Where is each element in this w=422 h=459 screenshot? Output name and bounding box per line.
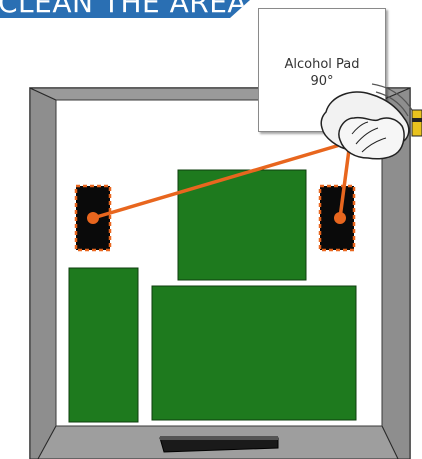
pad-label-strength: 90° bbox=[310, 74, 334, 89]
board-left bbox=[68, 267, 139, 423]
banner-title: CLEAN THE AREA bbox=[0, 0, 248, 18]
cable-icon bbox=[411, 109, 422, 137]
title-banner: CLEAN THE AREA bbox=[0, 0, 250, 18]
motion-arc-icon bbox=[371, 83, 413, 111]
hand-icon bbox=[338, 116, 405, 160]
pad-label-name: Alcohol Pad bbox=[284, 57, 360, 72]
bottom-slot-top bbox=[160, 436, 278, 440]
alcohol-pad-icon: Alcohol Pad 90° bbox=[258, 8, 386, 132]
connector-line-right bbox=[338, 140, 352, 220]
target-dot-left bbox=[87, 212, 99, 224]
target-dot-right bbox=[334, 212, 346, 224]
motion-arc-icon bbox=[375, 91, 409, 117]
board-bottom bbox=[151, 285, 357, 421]
connector-line-left bbox=[91, 140, 352, 220]
